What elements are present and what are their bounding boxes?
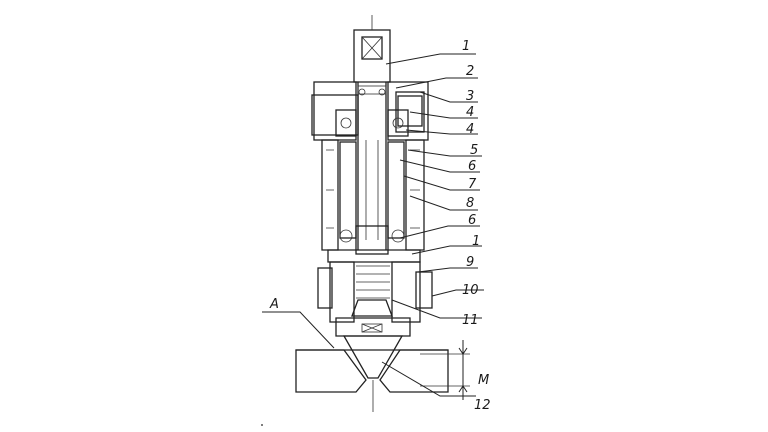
callout-4a: 4	[466, 105, 474, 120]
stray-mark	[261, 424, 263, 426]
callout-9: 9	[466, 255, 474, 270]
housing	[321, 139, 425, 251]
bearing-upper	[335, 109, 409, 137]
callout-6b: 6	[468, 213, 476, 228]
shank-top	[353, 15, 391, 83]
callout-2: 2	[466, 64, 474, 79]
callout-1-top: 1	[462, 39, 470, 54]
tip-cone	[335, 317, 411, 379]
dimension-m: M	[420, 340, 489, 400]
callout-10: 10	[462, 283, 479, 298]
callout-3: 3	[466, 89, 474, 104]
lower-body	[317, 249, 433, 323]
callout-6a: 6	[468, 159, 476, 174]
callout-8: 8	[466, 196, 474, 211]
callout-5: 5	[470, 143, 478, 158]
callouts: 1 2 3 4 4 5 6 7 8 6 1 9 10 11 12	[381, 39, 491, 413]
callout-4b: 4	[466, 122, 474, 137]
callout-7: 7	[468, 177, 477, 192]
callout-11: 11	[462, 313, 479, 328]
spring-sleeve	[339, 141, 405, 239]
bearing-lower	[339, 225, 405, 255]
workpiece	[295, 349, 449, 412]
callout-12: 12	[474, 398, 491, 413]
label-a-group: A	[262, 297, 335, 349]
shaft	[357, 81, 387, 251]
callout-1-lower: 1	[472, 234, 480, 249]
knurled-nut	[311, 81, 429, 141]
label-a: A	[269, 297, 279, 312]
label-m: M	[478, 373, 489, 388]
